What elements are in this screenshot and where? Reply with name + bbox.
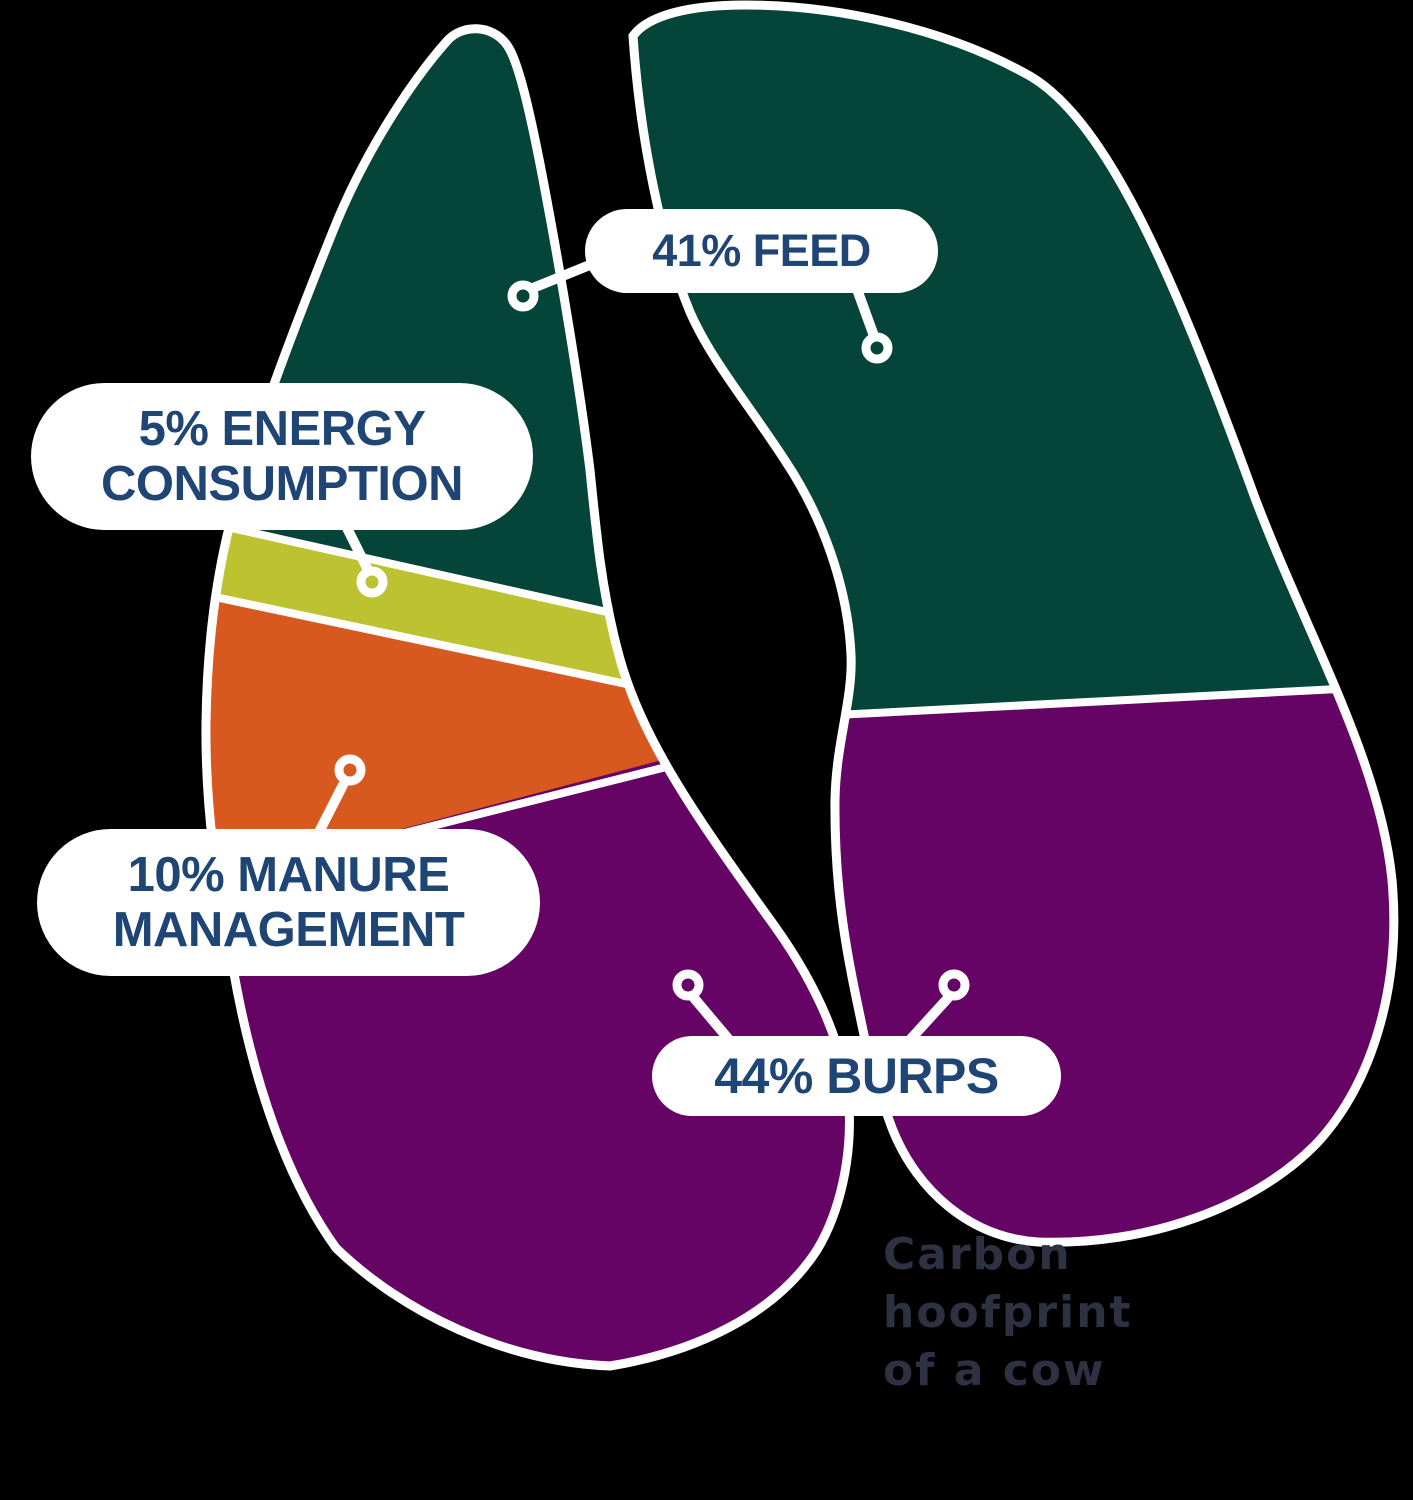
energy-label-line1: 5% ENERGY <box>138 401 426 456</box>
chart-caption: Carbon hoofprint of a cow <box>883 1226 1243 1400</box>
divider-green-purple-right <box>835 684 1359 719</box>
divider-green-yellow <box>205 517 617 618</box>
manure-label-line1: 10% MANURE <box>127 847 450 902</box>
feed-callout-pill: 41% FEED <box>585 209 938 293</box>
feed-right-connector-dot <box>861 332 893 364</box>
callout-connectors <box>313 253 970 1047</box>
energy-connector-dot <box>356 566 388 598</box>
left-toe-energy-segment <box>205 514 655 690</box>
burps-label: 44% BURPS <box>714 1048 999 1104</box>
burps-right-connector-dot <box>938 969 970 1001</box>
caption-line2: hoofprint <box>883 1287 1133 1338</box>
left-toe-manure-segment <box>205 589 700 891</box>
feed-right-connector-line <box>853 287 879 341</box>
feed-label: 41% FEED <box>652 224 871 276</box>
energy-callout-pill: 5% ENERGY CONSUMPTION <box>31 383 533 530</box>
burps-left-connector-line <box>689 993 736 1047</box>
right-toe-outline <box>628 0 1399 1247</box>
feed-left-connector-dot <box>507 280 539 312</box>
manure-connector-line <box>313 780 348 839</box>
burps-callout-pill: 44% BURPS <box>652 1036 1061 1116</box>
manure-connector-dot <box>334 754 366 786</box>
divider-yellow-orange <box>205 589 651 693</box>
energy-connector-line <box>342 523 372 573</box>
manure-label-line2: MANAGEMENT <box>112 902 465 957</box>
burps-left-connector-dot <box>672 969 704 1001</box>
energy-label-line2: CONSUMPTION <box>101 456 464 511</box>
right-toe-segments <box>633 5 1394 1243</box>
caption-line3: of a cow <box>883 1345 1106 1396</box>
manure-callout-pill: 10% MANURE MANAGEMENT <box>37 829 540 976</box>
burps-right-connector-line <box>903 993 953 1047</box>
left-toe-outline <box>201 24 854 1371</box>
right-toe-burps-segment <box>810 689 1394 1243</box>
caption-line1: Carbon <box>883 1229 1072 1280</box>
